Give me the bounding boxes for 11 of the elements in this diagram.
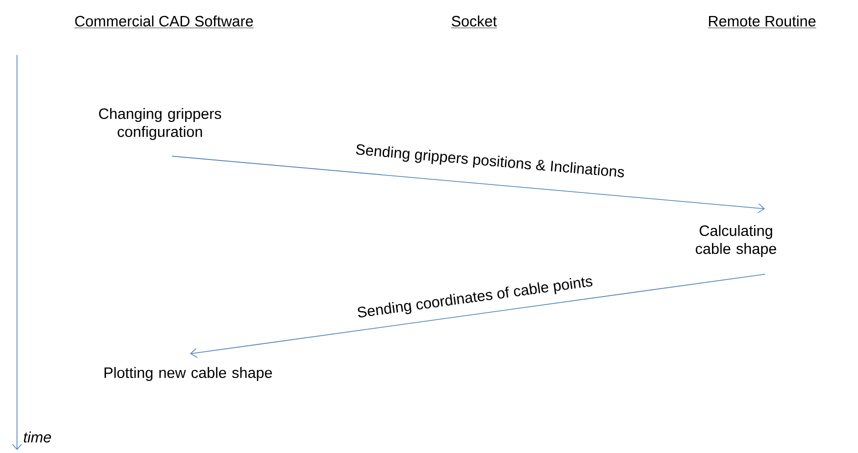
step-text: Changing grippers configuration xyxy=(99,108,222,140)
arrow xyxy=(190,274,766,358)
column-heading: Commercial CAD Software xyxy=(74,16,254,28)
arrow xyxy=(172,156,766,214)
axis-label: time xyxy=(24,432,51,442)
column-heading: Remote Routine xyxy=(708,16,816,28)
edge-label: Sending coordinates of cable points xyxy=(358,278,592,318)
edge-label: Sending grippers positions & Inclinations xyxy=(356,144,624,178)
step-text: Calculating cable shape xyxy=(696,225,776,257)
step-text: Plotting new cable shape xyxy=(104,367,272,381)
column-heading: Socket xyxy=(450,16,498,28)
